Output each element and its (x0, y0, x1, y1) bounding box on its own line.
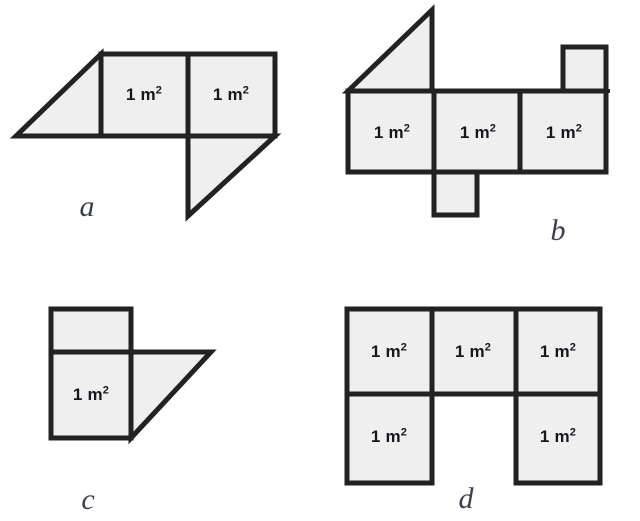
figure-c-rectangle-top[interactable] (48, 306, 134, 355)
figure-a-square-2[interactable] (185, 51, 278, 139)
figure-a-triangle-bottom[interactable] (185, 133, 282, 222)
figure-b-square-1[interactable] (345, 88, 437, 175)
figure-c-triangle-right[interactable] (128, 349, 217, 445)
figure-b[interactable] (341, 4, 610, 218)
figure-a-square-1[interactable] (98, 51, 191, 139)
figure-c[interactable] (48, 306, 217, 445)
figure-d-square-top-left[interactable] (344, 306, 435, 397)
figure-b-square-2[interactable] (431, 88, 523, 175)
figure-d-square-top-right[interactable] (513, 306, 603, 397)
figure-b-triangle-top-left[interactable] (341, 4, 435, 94)
figure-b-small-square-top-right[interactable] (560, 44, 609, 94)
figure-d-square-bottom-left[interactable] (344, 391, 435, 486)
figure-c-square-main[interactable] (48, 349, 134, 441)
figure-b-square-3[interactable] (517, 88, 609, 175)
figure-b-small-square-bottom[interactable] (431, 169, 480, 218)
figure-a-triangle-left[interactable] (9, 48, 104, 139)
figure-a[interactable] (9, 48, 282, 222)
figure-d[interactable] (344, 306, 603, 486)
figure-d-square-bottom-right[interactable] (513, 391, 603, 486)
figure-d-square-top-middle[interactable] (429, 306, 519, 397)
